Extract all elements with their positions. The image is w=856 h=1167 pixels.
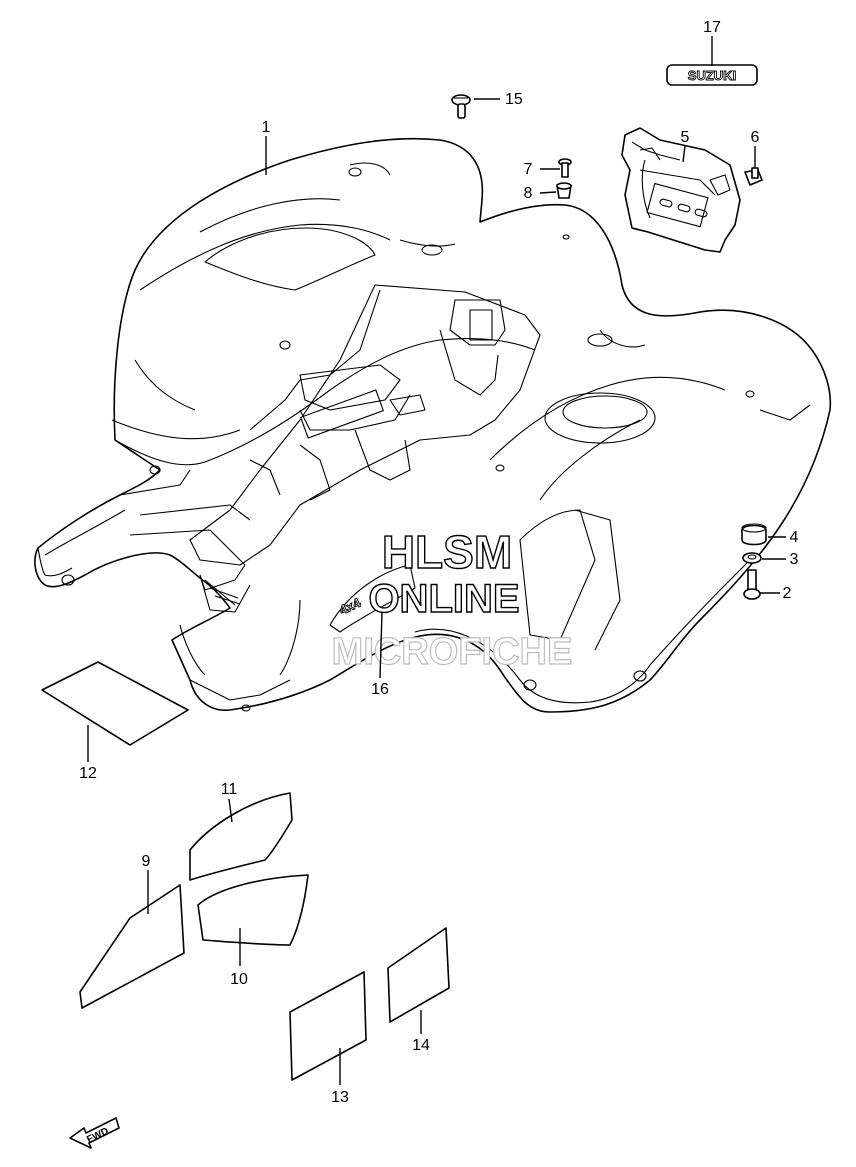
- watermark-line3: MICROFICHE: [332, 631, 573, 673]
- callout-12: 12: [79, 765, 97, 782]
- screw-part-7: [558, 158, 572, 178]
- callout-7: 7: [524, 161, 533, 178]
- plate-part-12: [41, 661, 189, 746]
- decal-part-13: [289, 971, 367, 1081]
- fwd-arrow-icon: FWD: [69, 1117, 120, 1149]
- callout-17: 17: [703, 19, 721, 36]
- cushion-part-4: [741, 523, 767, 546]
- callout-6: 6: [751, 129, 760, 146]
- clip-part-15: [451, 94, 471, 119]
- callout-10: 10: [230, 971, 248, 988]
- callout-numbers: 17 15 1 5 6 7 8 4 3 2 16 12 11 9 10 14 1…: [79, 19, 798, 1106]
- callout-14: 14: [412, 1037, 430, 1054]
- callout-11: 11: [221, 781, 238, 798]
- callout-1: 1: [262, 119, 271, 136]
- emblem-part-17: SUZUKI: [666, 64, 758, 86]
- decal-part-10: [197, 874, 309, 946]
- callout-3: 3: [790, 551, 799, 568]
- bolt-part-2: [743, 569, 761, 600]
- bolt-part-6: [744, 167, 763, 186]
- nut-part-8: [556, 182, 572, 199]
- watermark-line1: HLSM: [382, 526, 512, 578]
- decal-part-14: [387, 927, 450, 1023]
- fwd-label: FWD: [85, 1126, 110, 1146]
- callout-5: 5: [681, 129, 690, 146]
- decal-part-9: [79, 884, 185, 1009]
- callout-4: 4: [790, 529, 799, 546]
- washer-part-3: [742, 552, 762, 564]
- rear-fender-part-1: [34, 137, 832, 713]
- callout-13: 13: [331, 1089, 349, 1106]
- bracket-part-5: [621, 127, 741, 253]
- decal-part-11: [189, 792, 293, 881]
- emblem-text: SUZUKI: [688, 68, 736, 83]
- callout-16: 16: [371, 681, 389, 698]
- callout-9: 9: [142, 853, 151, 870]
- callout-2: 2: [783, 585, 792, 602]
- watermark: HLSM ONLINE MICROFICHE: [331, 525, 573, 673]
- callout-15: 15: [505, 91, 523, 108]
- callout-8: 8: [524, 185, 533, 202]
- leader-lines: [87, 36, 786, 1085]
- watermark-line2: ONLINE: [368, 577, 519, 621]
